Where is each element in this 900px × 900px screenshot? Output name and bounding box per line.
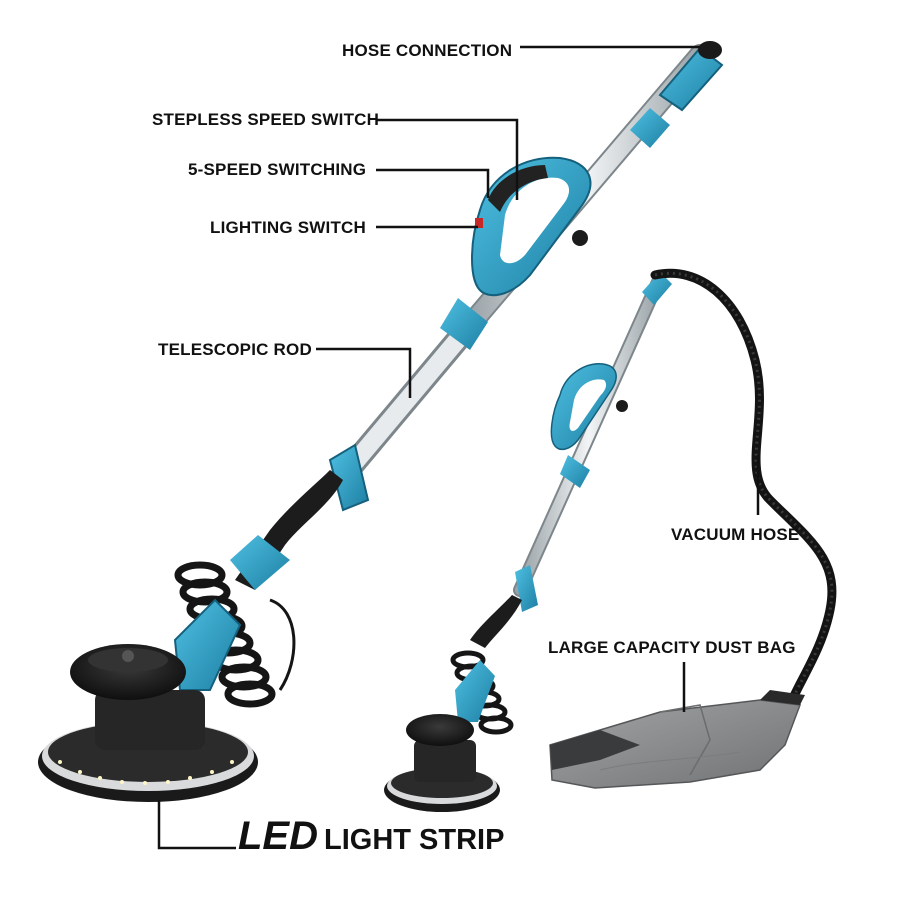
large-sander-image [38,41,724,802]
stepless-speed-switch-label: STEPLESS SPEED SWITCH [152,110,380,129]
dust-bag-image [549,690,805,789]
telescopic-rod-label: TELESCOPIC ROD [158,340,312,359]
hose-connection-label: HOSE CONNECTION [342,41,513,60]
dust-bag-label: LARGE CAPACITY DUST BAG [548,638,796,657]
led-strip-leader [157,800,236,850]
stepless-speed-switch-leader [376,118,519,200]
led-big-text: LED [238,814,318,858]
small-sander-image [384,272,672,812]
vacuum-hose-image [650,268,837,710]
light-strip-text: LIGHT STRIP [324,824,505,856]
callout-lines [157,45,760,850]
sanding-head [38,644,258,802]
vacuum-hose-label: VACUUM HOSE [671,525,800,544]
hose-connection-cap [658,41,724,112]
telescopic-rod-leader [316,347,412,398]
lighting-switch-label: LIGHTING SWITCH [210,218,366,237]
five-speed-switching-leader [376,168,490,198]
handle-grip [471,156,592,297]
five-speed-switching-label: 5-SPEED SWITCHING [188,160,367,179]
